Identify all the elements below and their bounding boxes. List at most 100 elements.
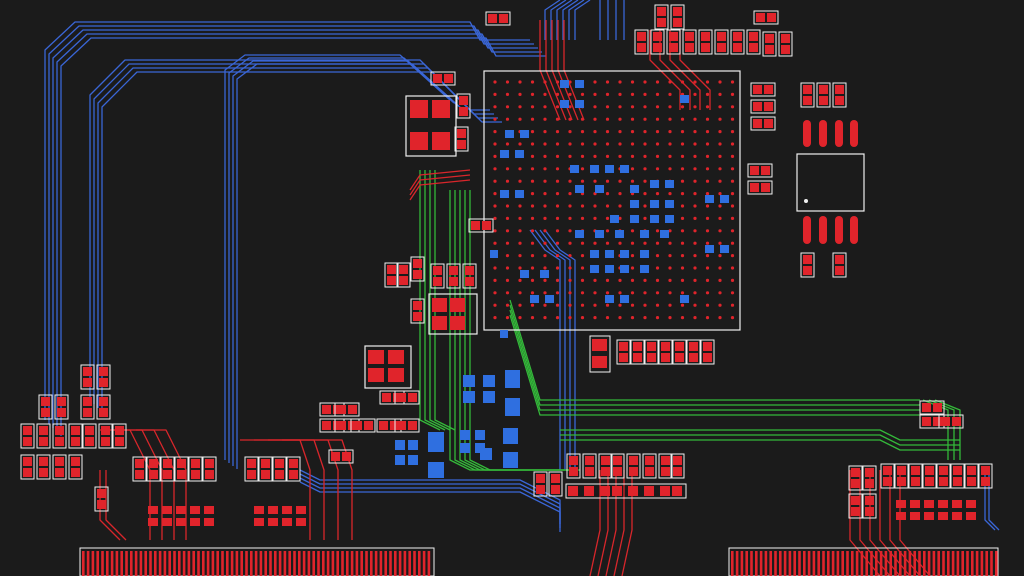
connector-right-pin[interactable] [851,551,854,576]
capacitor[interactable] [911,477,920,486]
capacitor[interactable] [629,467,638,476]
resistor[interactable] [767,13,776,22]
capacitor[interactable] [41,397,50,406]
capacitor[interactable] [247,470,256,479]
capacitor[interactable] [765,34,774,43]
resistor[interactable] [337,421,346,430]
connector-left-pin[interactable] [192,551,195,576]
ic-right-pin[interactable] [803,216,811,244]
capacitor[interactable] [803,96,812,105]
pad[interactable] [568,486,578,496]
resistor[interactable] [488,14,497,23]
resistor[interactable] [348,421,357,430]
ic-right-pin[interactable] [819,216,827,244]
connector-left-pin[interactable] [245,551,248,576]
connector-left-pin[interactable] [120,551,123,576]
connector-left-pin[interactable] [168,551,171,576]
connector-left-pin[interactable] [206,551,210,576]
connector-right-pin[interactable] [995,551,998,576]
pad[interactable] [600,486,610,496]
resistor[interactable] [761,183,770,192]
connector-right-pin[interactable] [807,551,811,576]
inductor-pad[interactable] [432,100,450,118]
connector-right-pin[interactable] [860,551,864,576]
capacitor[interactable] [457,129,466,138]
capacitor[interactable] [55,457,64,466]
connector-left-pin[interactable] [274,551,277,576]
capacitor[interactable] [413,270,422,279]
pad[interactable] [966,512,976,520]
resistor[interactable] [482,221,491,230]
capacitor[interactable] [657,7,666,16]
resistor[interactable] [753,85,762,94]
connector-right-pin[interactable] [774,551,777,576]
ic-right-pin[interactable] [850,216,858,244]
connector-left-pin[interactable] [250,551,253,576]
regulator-pad[interactable] [368,368,384,382]
inductor-pad[interactable] [410,132,428,150]
capacitor[interactable] [953,477,962,486]
capacitor[interactable] [387,265,396,274]
bga-main[interactable] [483,70,741,331]
connector-right-pin[interactable] [975,551,979,576]
resistor[interactable] [353,421,362,430]
connector-right-pin[interactable] [855,551,859,576]
connector-left-pin[interactable] [154,551,157,576]
capacitor[interactable] [39,426,48,435]
regulator-pad[interactable] [450,298,465,312]
regulator-pad[interactable] [432,298,447,312]
connector-right-pin[interactable] [894,551,897,576]
pad[interactable] [148,506,158,514]
pad[interactable] [282,506,292,514]
capacitor[interactable] [803,266,812,275]
resistor[interactable] [756,13,765,22]
capacitor[interactable] [897,466,906,475]
capacitor[interactable] [613,456,622,465]
pad[interactable] [938,512,948,520]
capacitor[interactable] [601,456,610,465]
resistor[interactable] [337,405,346,414]
capacitor[interactable] [536,485,545,494]
capacitor[interactable] [781,45,790,54]
connector-right-pin[interactable] [899,551,902,576]
capacitor[interactable] [637,32,646,41]
capacitor[interactable] [851,507,860,516]
connector-left-pin[interactable] [283,551,287,576]
connector-left-pin[interactable] [173,551,176,576]
capacitor[interactable] [865,496,874,505]
capacitor[interactable] [387,276,396,285]
connector-left-pin[interactable] [235,551,239,576]
capacitor[interactable] [717,43,726,52]
connector-right-pin[interactable] [961,551,964,576]
resistor[interactable] [331,452,340,461]
capacitor[interactable] [83,408,92,417]
capacitor[interactable] [551,474,560,483]
pad[interactable] [296,518,306,526]
capacitor[interactable] [911,466,920,475]
resistor[interactable] [444,74,453,83]
capacitor[interactable] [645,467,654,476]
connector-left-pin[interactable] [82,551,85,576]
regulator-pad[interactable] [388,368,404,382]
connector-left-pin[interactable] [394,551,397,576]
capacitor[interactable] [399,276,408,285]
resistor[interactable] [941,417,950,426]
capacitor[interactable] [261,459,270,468]
capacitor[interactable] [536,474,545,483]
capacitor[interactable] [101,426,110,435]
connector-left-pin[interactable] [341,551,344,576]
connector-right-pin[interactable] [971,551,974,576]
capacitor[interactable] [433,266,442,275]
capacitor[interactable] [101,437,110,446]
resistor[interactable] [379,421,388,430]
connector-left-pin[interactable] [139,551,143,576]
capacitor[interactable] [459,96,468,105]
capacitor[interactable] [819,96,828,105]
pad[interactable] [282,518,292,526]
capacitor[interactable] [41,408,50,417]
capacitor[interactable] [673,7,682,16]
resistor[interactable] [764,102,773,111]
connector-right-pin[interactable] [803,551,806,576]
capacitor[interactable] [925,466,934,475]
